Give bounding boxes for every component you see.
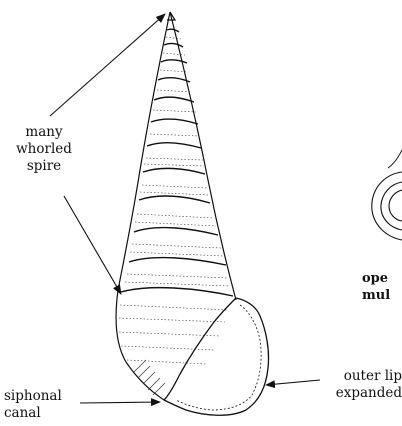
shell-spire [116, 12, 236, 400]
outer-lip-arrow [266, 380, 320, 385]
spire-arrow-bottom [64, 196, 121, 294]
shell-aperture [164, 298, 269, 415]
whorl-sutures [121, 29, 233, 296]
shell-texture [119, 37, 230, 364]
siphonal-canal-arrow [80, 402, 160, 403]
spire-arrow-top [50, 14, 165, 116]
label-outer-lip: outer lip expanded [320, 368, 402, 402]
siphonal-canal-hatch [134, 360, 165, 395]
label-operculum: ope mul [362, 270, 402, 304]
label-spire: many whorled spire [12, 124, 76, 175]
operculum-drawing [372, 150, 402, 240]
label-siphonal-canal: siphonal canal [4, 388, 80, 422]
